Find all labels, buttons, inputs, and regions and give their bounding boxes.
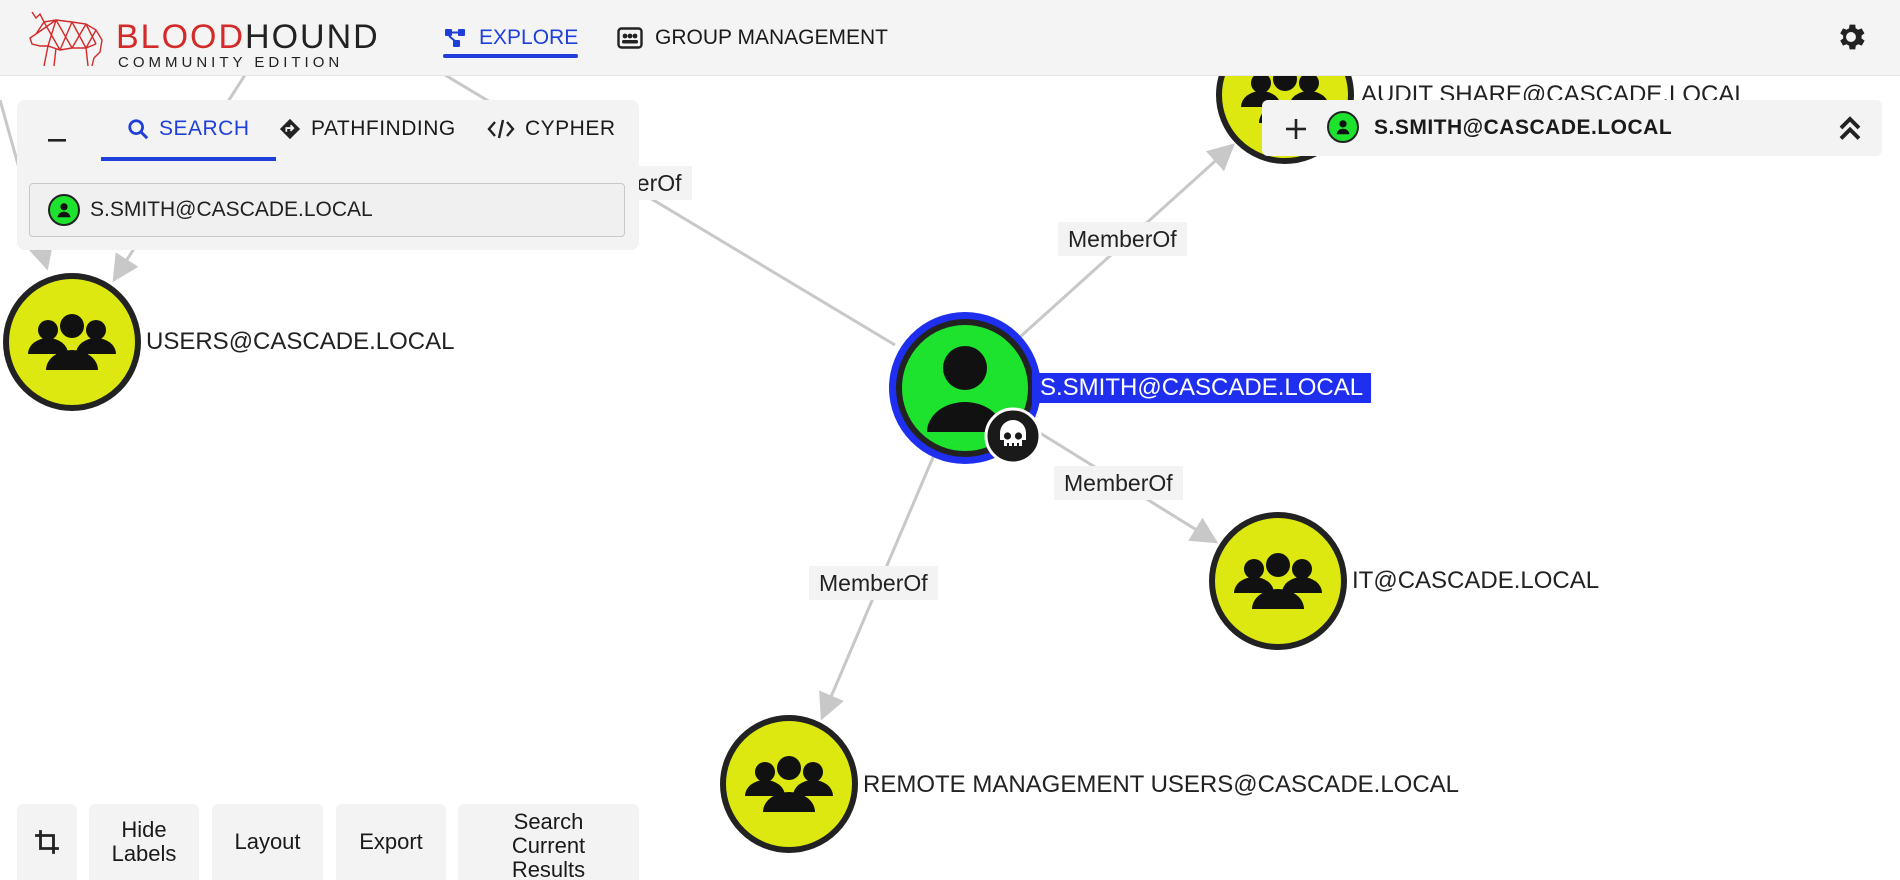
chevron-double-up-icon[interactable] <box>1832 110 1868 146</box>
node-search-input[interactable]: S.SMITH@CASCADE.LOCAL <box>29 183 625 237</box>
search-current-results-button[interactable]: Search Current Results <box>458 804 639 880</box>
code-icon <box>487 119 515 139</box>
tab-label: PATHFINDING <box>311 117 456 140</box>
node-label[interactable]: IT@CASCADE.LOCAL <box>1352 567 1600 594</box>
search-input-value: S.SMITH@CASCADE.LOCAL <box>90 198 373 221</box>
node-label-selected[interactable]: S.SMITH@CASCADE.LOCAL <box>1032 373 1372 403</box>
nav-tab-label: EXPLORE <box>479 25 579 49</box>
owned-skull-icon <box>984 407 1042 465</box>
export-label: Export <box>359 829 423 854</box>
node-label[interactable]: USERS@CASCADE.LOCAL <box>146 328 455 355</box>
entity-panel-title: S.SMITH@CASCADE.LOCAL <box>1374 116 1673 139</box>
user-avatar-icon <box>1327 111 1359 143</box>
node-label[interactable]: REMOTE MANAGEMENT USERS@CASCADE.LOCAL <box>863 771 1460 798</box>
expand-entity-button[interactable] <box>1276 108 1316 148</box>
tab-label: SEARCH <box>159 117 250 140</box>
nav-tab-group-management[interactable]: GROUP MANAGEMENT <box>617 0 888 75</box>
group-node-users[interactable] <box>3 273 141 411</box>
route-diamond-icon <box>279 118 301 140</box>
edge-label[interactable]: MemberOf <box>809 566 938 600</box>
logo-subtitle: COMMUNITY EDITION <box>118 54 344 71</box>
top-bar: BLOODHOUND COMMUNITY EDITION EXPLORE GRO… <box>0 0 1900 76</box>
group-node-remote-management-users[interactable] <box>720 715 858 853</box>
nav-tab-explore[interactable]: EXPLORE <box>443 0 579 75</box>
edge-label[interactable]: MemberOf <box>1058 222 1187 256</box>
graph-nodes-icon <box>445 28 465 47</box>
tab-label: CYPHER <box>525 117 616 140</box>
bloodhound-logo[interactable]: BLOODHOUND COMMUNITY EDITION <box>26 8 378 71</box>
bloodhound-logo-icon <box>29 11 103 66</box>
hide-labels-button[interactable]: Hide Labels <box>89 804 199 880</box>
layout-label: Layout <box>234 829 301 854</box>
edge-label[interactable]: MemberOf <box>1054 466 1183 500</box>
entity-info-panel: S.SMITH@CASCADE.LOCAL <box>1262 100 1882 156</box>
tab-cypher[interactable]: CYPHER <box>487 100 616 158</box>
layout-button[interactable]: Layout <box>212 804 323 880</box>
search-panel: SEARCH PATHFINDING CYPHER S.SMITH@CASCAD… <box>17 100 639 250</box>
crop-button[interactable] <box>17 804 77 880</box>
minus-icon <box>48 138 66 142</box>
nav-tab-label: GROUP MANAGEMENT <box>655 25 888 49</box>
user-avatar-icon <box>48 194 80 226</box>
id-card-icon <box>617 26 643 49</box>
search-icon <box>128 119 149 140</box>
logo-wordmark: BLOODHOUND <box>116 18 380 56</box>
tab-search[interactable]: SEARCH <box>101 100 275 161</box>
hide-labels-label: Hide Labels <box>111 817 177 866</box>
collapse-panel-button[interactable] <box>37 118 77 158</box>
search-current-results-label: Search Current Results <box>511 809 586 880</box>
user-icon <box>927 346 1003 432</box>
user-node-s-smith[interactable] <box>889 312 1042 465</box>
tab-pathfinding[interactable]: PATHFINDING <box>279 100 456 158</box>
crop-icon <box>35 830 59 854</box>
gear-icon[interactable] <box>1834 20 1868 54</box>
group-node-it[interactable] <box>1209 512 1347 650</box>
export-button[interactable]: Export <box>336 804 446 880</box>
plus-icon <box>1286 119 1306 140</box>
